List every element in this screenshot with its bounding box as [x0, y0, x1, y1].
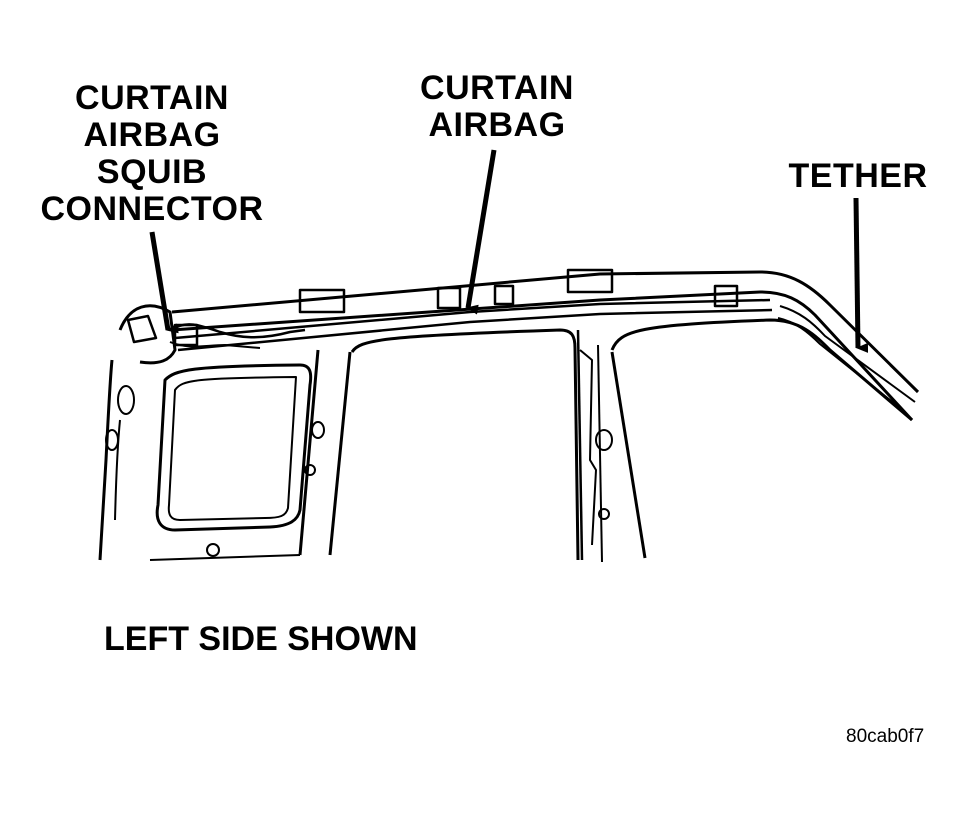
diagram-caption: LEFT SIDE SHOWN — [104, 620, 418, 658]
squib-connector-arrow — [149, 231, 179, 334]
vehicle-body-outline — [98, 268, 920, 563]
squib-connector-label: CURTAIN AIRBAG SQUIB CONNECTOR — [30, 80, 274, 228]
squib-label-line-1: CURTAIN — [75, 79, 229, 117]
clip — [436, 286, 462, 310]
airbag-label-line-2: AIRBAG — [428, 106, 566, 144]
curtain-airbag-label: CURTAIN AIRBAG — [404, 70, 590, 144]
figure-id: 80cab0f7 — [846, 726, 925, 747]
tether-lines — [779, 305, 916, 403]
tether-label-text: TETHER — [788, 157, 928, 195]
curtain-airbag-arrow — [465, 149, 497, 315]
squib-label-line-4: CONNECTOR — [40, 190, 264, 228]
leader-arrows — [149, 149, 869, 353]
curtain-airbag-tube — [174, 298, 771, 340]
tether-label: TETHER — [778, 158, 938, 195]
clip — [298, 288, 346, 314]
clip — [493, 284, 515, 306]
squib-label-line-3: SQUIB — [96, 153, 208, 191]
clip — [566, 268, 614, 294]
squib-connector — [173, 323, 199, 347]
airbag-label-line-1: CURTAIN — [420, 69, 574, 107]
clip — [713, 284, 739, 308]
squib-label-line-2: AIRBAG — [83, 116, 221, 154]
tether-arrow — [853, 197, 869, 353]
